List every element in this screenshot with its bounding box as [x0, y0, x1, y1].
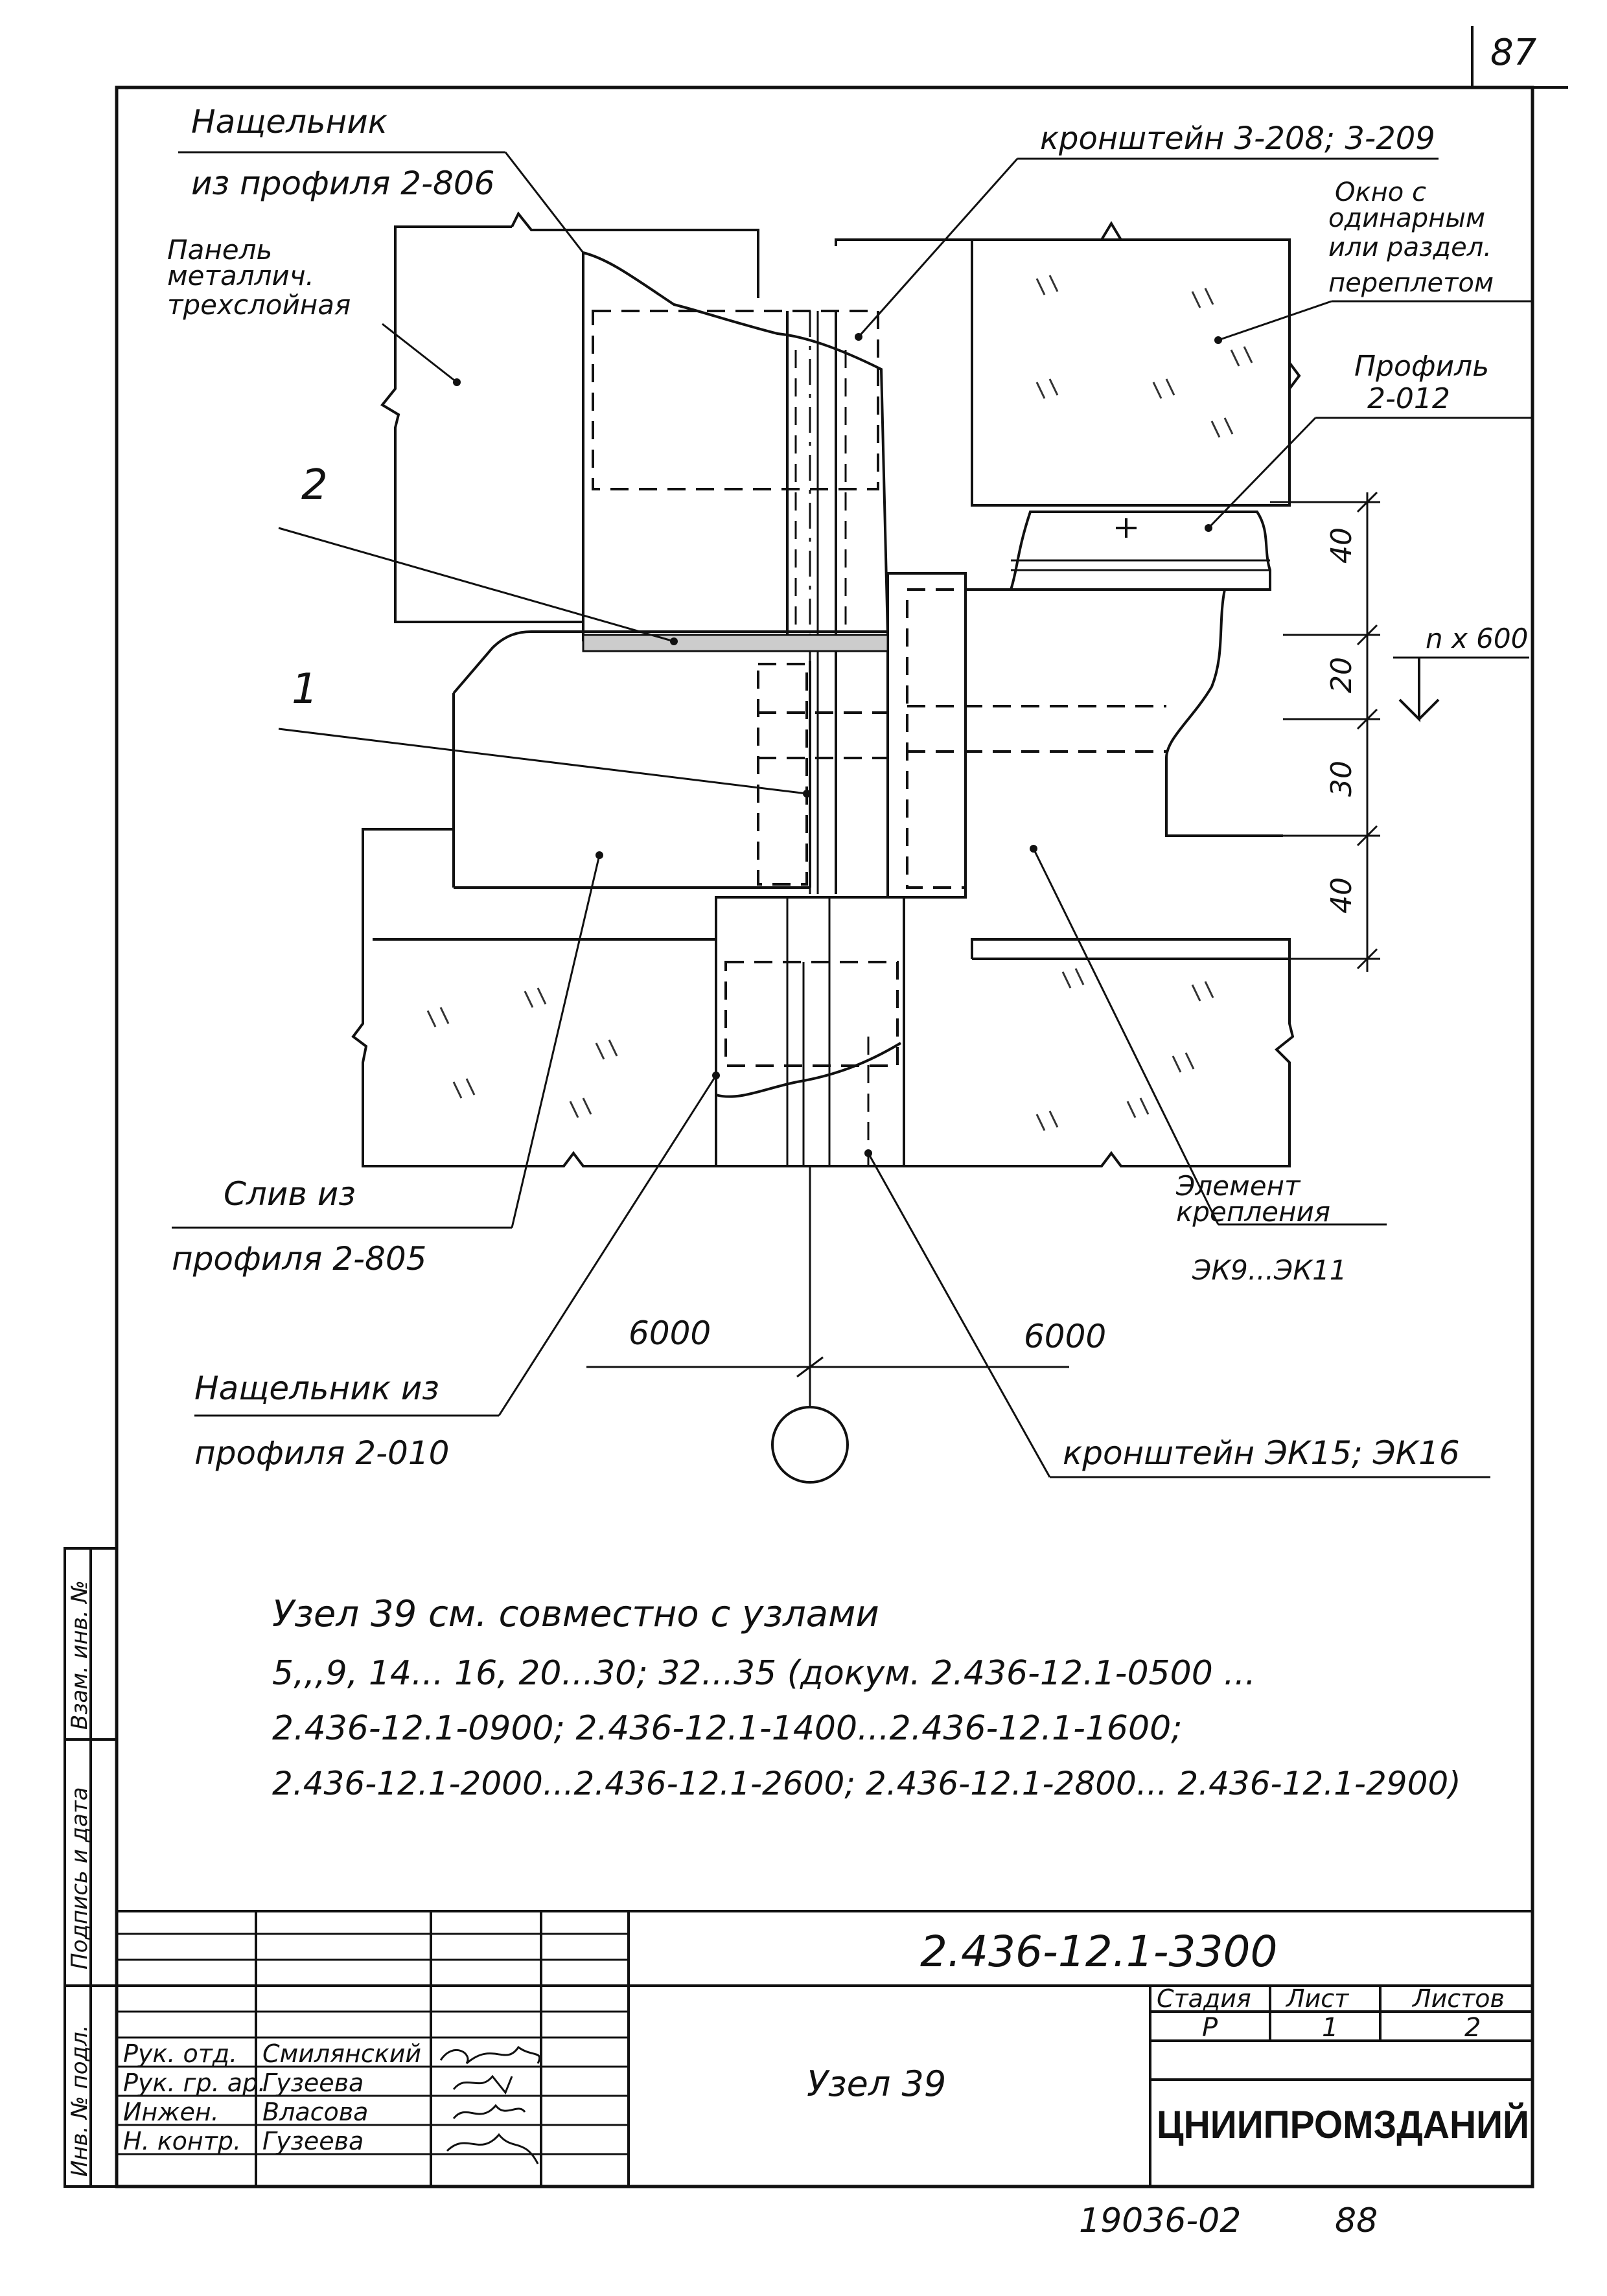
label-panel-3: трехслойная: [167, 289, 351, 321]
sheets-value: 2: [1464, 2013, 1481, 2043]
nashchelnik-lower: [715, 896, 905, 1167]
label-nashchelnik-bot-1: Нащельник из: [194, 1370, 439, 1407]
label-window-3: или раздел.: [1328, 233, 1492, 262]
profile-2-012: [1009, 511, 1271, 591]
role-2: Инжен.: [123, 2098, 219, 2126]
label-kronshtein-bot: кронштейн ЭК15; ЭК16: [1063, 1434, 1460, 1472]
label-window-4: переплетом: [1328, 268, 1494, 298]
signature-1: [452, 2074, 513, 2095]
signature-0: [439, 2045, 541, 2065]
page-number: 87: [1490, 32, 1537, 74]
dim-nx600: n x 600: [1426, 623, 1528, 654]
label-kronshtein-top: кронштейн 3-208; 3-209: [1040, 121, 1435, 157]
sheet-value: 1: [1322, 2013, 1338, 2043]
name-2: Власова: [262, 2098, 368, 2126]
label-sliv-1: Слив из: [224, 1175, 356, 1213]
note-block: Узел 39 см. совместно с узлами 5,,,9, 14…: [272, 1593, 1461, 1802]
org-name: ЦНИИПРОМЗДАНИЙ: [1157, 2103, 1529, 2146]
name-0: Смилянский: [262, 2039, 421, 2068]
axis-marker-circle: [771, 1406, 849, 1484]
page-number-box: 87: [1471, 26, 1568, 89]
side-vzam: Взам. инв. №: [67, 1580, 93, 1730]
window-upper-right: [835, 221, 1301, 507]
signature-2: [452, 2104, 526, 2119]
label-nashchelnik-top-1: Нащельник: [191, 103, 387, 141]
label-panel-1: Панель: [167, 234, 272, 266]
dim-40a: 40: [1325, 527, 1358, 564]
label-span-right: 6000: [1024, 1318, 1106, 1355]
seal-strip: [582, 634, 889, 652]
label-profile-2: 2-012: [1367, 382, 1450, 415]
label-sliv-2: профиля 2-805: [172, 1240, 426, 1278]
note-line-4: 2.436-12.1-2000...2.436-12.1-2600; 2.436…: [272, 1765, 1461, 1802]
dimension-chain: [1270, 491, 1529, 972]
central-strip: [786, 311, 847, 894]
drawing-frame: [115, 86, 1534, 2188]
label-element-2: крепления: [1176, 1196, 1330, 1228]
label-window-1: Окно с: [1335, 178, 1426, 207]
label-window-2: одинарным: [1328, 203, 1485, 233]
window-lower-left: [373, 938, 716, 1118]
label-nashchelnik-top-2: из профиля 2-806: [191, 165, 494, 202]
label-element-1: Элемент: [1175, 1170, 1301, 1202]
sliv-profile-2-805: [351, 630, 888, 1167]
doc-code: 2.436-12.1-3300: [920, 1927, 1278, 1977]
note-line-2: 5,,,9, 14... 16, 20...30; 32...35 (докум…: [272, 1654, 1256, 1693]
footer-order: 19036-02: [1079, 2201, 1241, 2240]
leader-lines: [172, 151, 1532, 1478]
footer: 19036-02 88: [1079, 2201, 1378, 2240]
title-block: 2.436-12.1-3300 Узел 39 Стадия Лист Лист…: [117, 1910, 1532, 2187]
dim-30: 30: [1325, 761, 1358, 797]
sheet-title: Узел 39: [807, 2063, 946, 2104]
note-line-1: Узел 39 см. совместно с узлами: [272, 1593, 879, 1635]
stage-header: Стадия: [1157, 1984, 1251, 2013]
stage-value: Р: [1202, 2013, 1218, 2043]
dim-40b: 40: [1325, 877, 1358, 913]
window-lower-right: [904, 938, 1295, 1167]
dim-20: 20: [1325, 657, 1358, 693]
label-element-3: ЭК9...ЭК11: [1192, 1254, 1347, 1286]
label-nashchelnik-bot-2: профиля 2-010: [194, 1434, 449, 1472]
annotations: Нащельник из профиля 2-806 кронштейн 3-2…: [167, 103, 1528, 1472]
role-0: Рук. отд.: [123, 2039, 237, 2068]
footer-page: 88: [1335, 2201, 1378, 2240]
sheet-header: Лист: [1285, 1984, 1350, 2013]
role-3: Н. контр.: [123, 2127, 241, 2155]
label-profile-1: Профиль: [1354, 350, 1489, 383]
role-1: Рук. гр. ар.: [123, 2069, 266, 2097]
label-mark-2: 2: [301, 461, 328, 509]
side-stamp: Взам. инв. № Подпись и дата Инв. № подл.: [64, 1547, 118, 2188]
label-span-left: 6000: [629, 1314, 711, 1352]
signature-3: [446, 2133, 539, 2164]
name-1: Гузеева: [262, 2069, 364, 2097]
nashchelnik-upper: [582, 251, 889, 643]
sheets-header: Листов: [1411, 1984, 1505, 2013]
side-podpis: Подпись и дата: [67, 1787, 93, 1969]
bracket-element-right: [886, 572, 1283, 899]
label-panel-2: металлич.: [167, 260, 314, 292]
side-inv: Инв. № подл.: [67, 2025, 93, 2177]
name-3: Гузеева: [262, 2127, 364, 2155]
panel-upper-left: [380, 211, 759, 623]
label-mark-1: 1: [292, 665, 318, 713]
note-line-3: 2.436-12.1-0900; 2.436-12.1-1400...2.436…: [272, 1709, 1183, 1748]
